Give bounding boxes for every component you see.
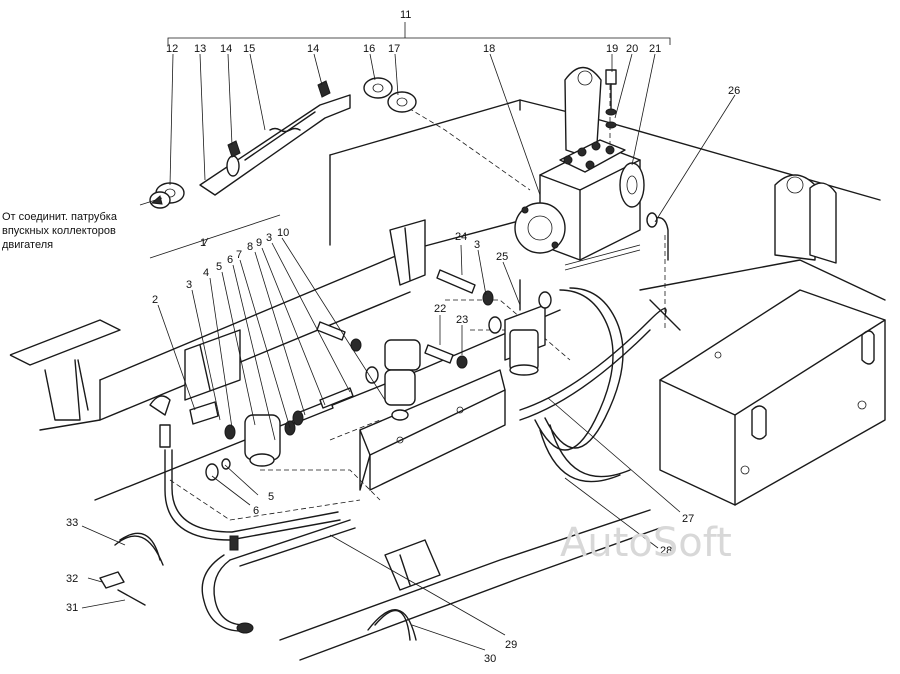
- watermark: AutoSoft: [560, 520, 732, 566]
- callout-5: 5: [216, 261, 222, 273]
- callout-1: 1: [200, 237, 206, 249]
- callout-7: 7: [236, 249, 242, 261]
- callout-16: 16: [363, 43, 375, 55]
- callout-32: 32: [66, 573, 78, 585]
- callout-19: 19: [606, 43, 618, 55]
- callout-6-second: 6: [253, 505, 259, 517]
- callout-23: 23: [456, 314, 468, 326]
- flange-icon: [363, 77, 393, 99]
- callout-3: 3: [186, 279, 192, 291]
- hose-clamp-icon: [229, 535, 239, 551]
- source-note: От соединит. патрубка впускных коллектор…: [2, 211, 118, 251]
- note-line-2: впускных коллекторов: [2, 225, 116, 237]
- bolt-icon: [436, 269, 476, 294]
- callout-29: 29: [505, 639, 517, 651]
- safety-valve-icon: [384, 369, 416, 406]
- hose: [534, 289, 614, 451]
- callout-labels: 11 12 13 14 15 14 16 17 18 19 20 21 26 1…: [66, 9, 740, 665]
- screw-icon: [117, 589, 146, 606]
- callout-10: 10: [277, 227, 289, 239]
- gasket-icon: [387, 91, 417, 113]
- callout-13: 13: [194, 43, 206, 55]
- elbow-fitting-icon: [149, 395, 171, 416]
- callout-25: 25: [496, 251, 508, 263]
- hose-clamp-icon: [317, 80, 331, 98]
- callout-18: 18: [483, 43, 495, 55]
- bolt-icon: [605, 69, 617, 85]
- callout-26: 26: [728, 85, 740, 97]
- note-line-1: От соединит. патрубка: [2, 211, 118, 223]
- callout-4: 4: [203, 267, 209, 279]
- leader-lines: [81, 22, 736, 651]
- callout-20: 20: [626, 43, 638, 55]
- callout-33: 33: [66, 517, 78, 529]
- callout-3-third: 3: [474, 239, 480, 251]
- callout-5-second: 5: [268, 491, 274, 503]
- callout-11: 11: [400, 9, 411, 21]
- callout-9: 9: [256, 237, 262, 249]
- callout-30: 30: [484, 653, 496, 665]
- air-hoses: [99, 287, 667, 641]
- callout-14: 14: [220, 43, 232, 55]
- callout-21: 21: [649, 43, 661, 55]
- callout-2: 2: [152, 294, 158, 306]
- callout-15: 15: [243, 43, 255, 55]
- hose-clamp-icon: [374, 609, 411, 641]
- callout-12: 12: [166, 43, 178, 55]
- callout-14-second: 14: [307, 43, 319, 55]
- callout-24: 24: [455, 231, 467, 243]
- callout-27: 27: [682, 513, 694, 525]
- compressor-flange-icon: [514, 202, 566, 254]
- callout-17: 17: [388, 43, 400, 55]
- note-line-3: двигателя: [2, 239, 53, 251]
- air-compressor: [514, 69, 645, 261]
- callout-6: 6: [227, 254, 233, 266]
- valves-and-fittings: [149, 269, 552, 481]
- callout-31: 31: [66, 602, 78, 614]
- pulley-icon: [619, 162, 645, 208]
- hose-clamp-icon: [227, 140, 241, 158]
- clip-icon: [99, 571, 125, 589]
- callout-3-second: 3: [266, 232, 272, 244]
- connector-icon: [159, 424, 171, 448]
- callout-28: 28: [660, 545, 672, 557]
- callout-22: 22: [434, 303, 446, 315]
- chassis-frame: [9, 66, 886, 661]
- intake-pipe-assembly: [149, 77, 417, 209]
- check-valve-icon: [384, 339, 421, 371]
- callout-8: 8: [247, 241, 253, 253]
- pressure-regulator-icon: [509, 329, 539, 371]
